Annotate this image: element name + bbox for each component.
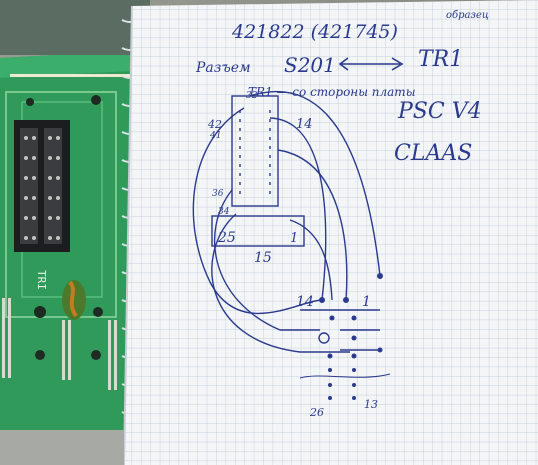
circuit-board: TRI [0, 0, 150, 430]
wiring-diagram [192, 90, 391, 379]
pin-26-label: 26 [309, 406, 324, 419]
connector-code: S201 [284, 53, 336, 77]
brand-label: CLAAS [394, 141, 472, 166]
pin-14-top-label: 14 [296, 117, 313, 132]
pin-25-label: 25 [217, 230, 236, 246]
sample-note: образец [446, 10, 489, 21]
socket-outline [211, 215, 305, 247]
connector-outline [231, 95, 279, 207]
pin-41-label: 41 [209, 131, 221, 141]
part-numbers: 421822 (421745) [231, 21, 398, 43]
solder-blob [62, 280, 86, 320]
pin-42-label: 42 [207, 118, 222, 131]
pin-32-label: 32 [246, 91, 258, 101]
pin-1-bottom-label: 1 [362, 294, 371, 310]
pin-15-label: 15 [254, 250, 272, 266]
board-label: TRI [35, 270, 48, 290]
pin-34-label: 34 [218, 207, 230, 217]
connector-word: Разъем [195, 60, 251, 76]
handwritten-notes: 421822 (421745) образец Разъем S201 TR1 … [195, 10, 489, 166]
diagram-pins [318, 273, 383, 400]
model-label: PSC V4 [397, 99, 482, 124]
desk-edge [0, 430, 124, 465]
double-arrow-icon [338, 57, 404, 71]
pin-number-labels: 32 42 41 14 36 34 25 1 15 14 1 26 13 [207, 91, 378, 419]
pin-1-socket-label: 1 [290, 231, 298, 246]
pin-36-label: 36 [212, 189, 224, 199]
side-note: TR1 — со стороны платы [248, 85, 415, 99]
board-connector-name: TR1 [418, 47, 463, 72]
notebook-page [123, 0, 538, 465]
pin-13-label: 13 [364, 398, 378, 411]
pin-14-bottom-label: 14 [296, 294, 314, 310]
